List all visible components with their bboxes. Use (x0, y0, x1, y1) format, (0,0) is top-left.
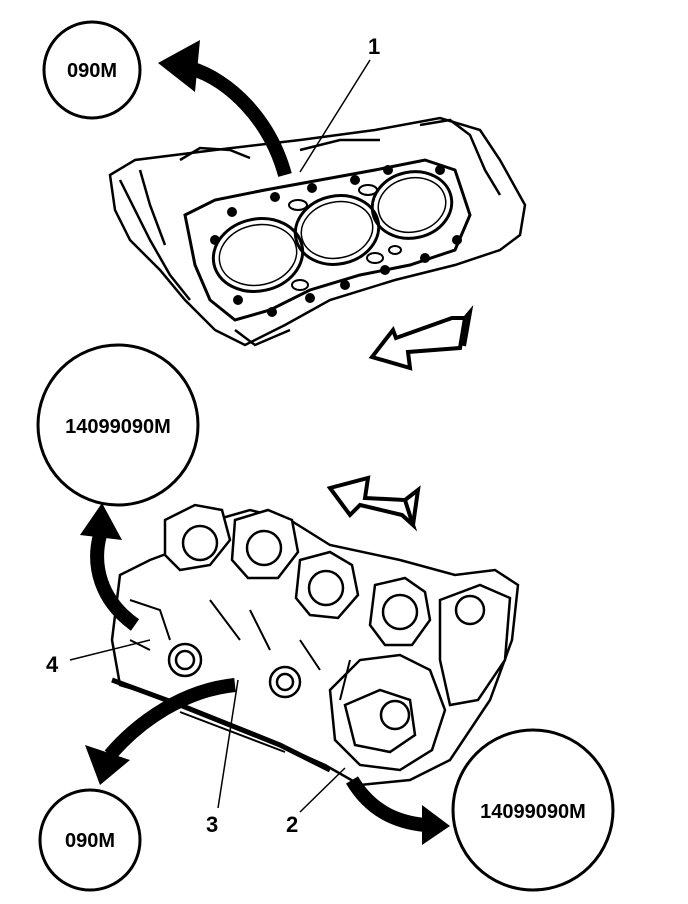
engine-block (110, 503, 520, 787)
callout-2: 2 (286, 812, 298, 837)
callout-4: 4 (46, 652, 59, 677)
callout-3: 3 (206, 812, 218, 837)
mark-top-left-text: 090M (67, 60, 117, 82)
gasket-coolant-slots (288, 184, 402, 291)
callout-1: 1 (368, 34, 380, 59)
cylinder-head-gasket (108, 116, 527, 347)
mark-middle-left-text: 14099090M (65, 416, 171, 438)
callout-leaders (69, 59, 371, 813)
mark-circle-middle-left: 14099090M (36, 343, 200, 507)
arrow-to-bottom-left-mark (85, 678, 236, 785)
arrow-to-middle-mark (80, 503, 140, 631)
mark-circle-top-left: 090M (42, 20, 142, 120)
arrow-to-bottom-right-mark (345, 776, 450, 845)
mark-circle-bottom-right: 14099090M (451, 728, 615, 892)
gasket-bolt-holes (210, 165, 462, 317)
install-direction-arrow-top (368, 304, 474, 371)
mark-bottom-right-text: 14099090M (480, 801, 586, 823)
install-direction-arrow-bottom (326, 475, 421, 532)
mark-bottom-left-text: 090M (65, 830, 115, 852)
arrow-to-top-mark (158, 40, 292, 177)
mark-circle-bottom-left: 090M (38, 788, 142, 892)
